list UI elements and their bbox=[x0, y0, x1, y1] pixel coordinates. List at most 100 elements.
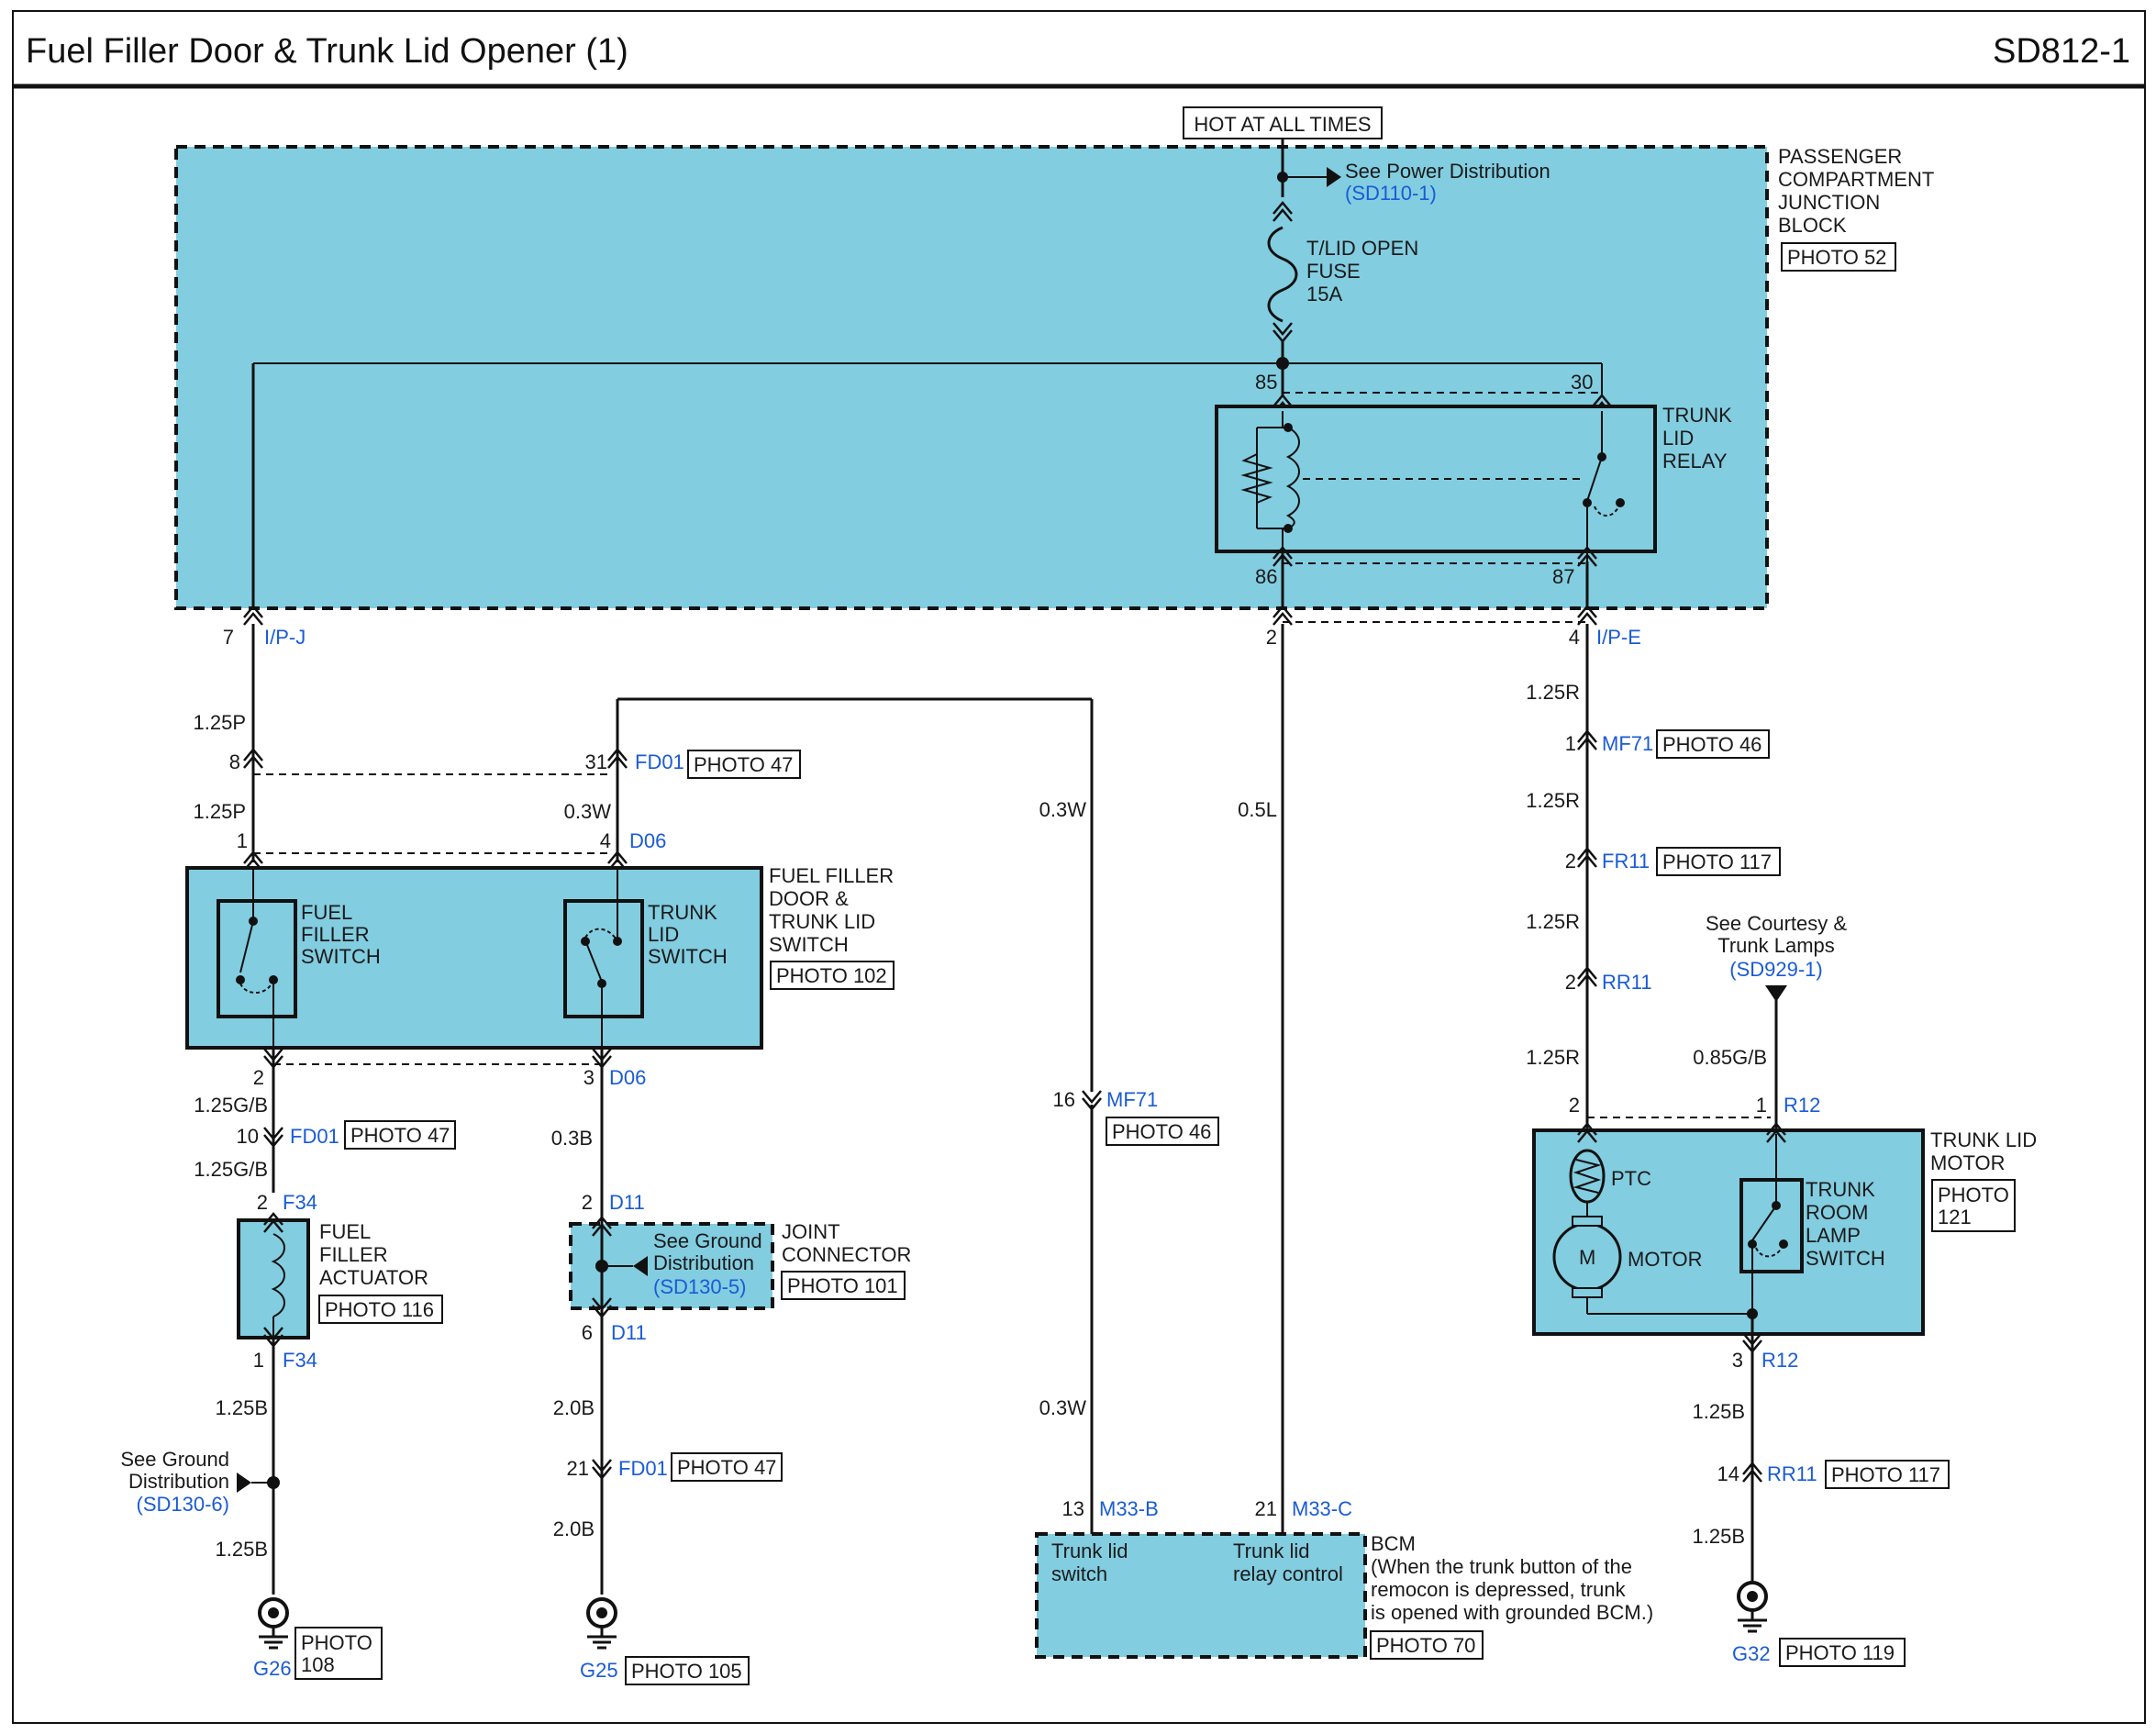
pin-2-jb: 2 bbox=[1266, 626, 1277, 649]
fuel-filler-switch bbox=[217, 899, 297, 1018]
fuel-filler-switch-icon bbox=[236, 868, 278, 1048]
jb-name-2: COMPARTMENT bbox=[1778, 168, 1934, 191]
relay-pin-30: 30 bbox=[1571, 371, 1593, 394]
joint-photo: PHOTO 101 bbox=[787, 1274, 898, 1297]
courtesy-see-1: See Courtesy & bbox=[1706, 912, 1847, 935]
trunk-switch-label-2: LID bbox=[648, 923, 679, 946]
motor-label: MOTOR bbox=[1628, 1248, 1702, 1271]
ptc-icon bbox=[1569, 1149, 1606, 1204]
conn-d06-top: D06 bbox=[629, 829, 666, 852]
relay-pin-85: 85 bbox=[1255, 371, 1277, 394]
photo-fd01-bottom: PHOTO 47 bbox=[677, 1456, 776, 1479]
photo-mf71-right: PHOTO 46 bbox=[1662, 733, 1761, 756]
bcm-note-1: (When the trunk button of the bbox=[1371, 1555, 1632, 1578]
pin-21-m33c: 21 bbox=[1255, 1497, 1277, 1520]
bcm-name: BCM bbox=[1371, 1532, 1416, 1555]
trunk-lid-switch-icon bbox=[581, 868, 622, 1048]
pin-3-switch: 3 bbox=[583, 1066, 595, 1089]
conn-mf71-mid: MF71 bbox=[1106, 1088, 1158, 1111]
bcm-photo: PHOTO 70 bbox=[1376, 1634, 1475, 1657]
ground-see-1: See Ground bbox=[120, 1448, 229, 1471]
relay-pin-87: 87 bbox=[1552, 565, 1574, 588]
see-ground-arrow-icon bbox=[237, 1473, 251, 1493]
conn-m33b: M33-B bbox=[1099, 1497, 1159, 1520]
actuator-photo: PHOTO 116 bbox=[325, 1298, 434, 1321]
pin-4-d06: 4 bbox=[600, 829, 611, 852]
conn-ipe: I/P-E bbox=[1596, 626, 1641, 649]
wire-125b-2: 1.25B bbox=[216, 1538, 269, 1561]
conn-fr11: FR11 bbox=[1602, 850, 1650, 873]
diagram-title: Fuel Filler Door & Trunk Lid Opener (1) bbox=[26, 32, 628, 71]
lamp-switch-1: TRUNK bbox=[1806, 1178, 1875, 1201]
relay-name-3: RELAY bbox=[1662, 450, 1728, 472]
pin-7: 7 bbox=[223, 626, 234, 649]
wire-125b-r1: 1.25B bbox=[1693, 1400, 1746, 1423]
wire-125gb-2: 1.25G/B bbox=[194, 1158, 268, 1181]
see-power-arrow-icon bbox=[1327, 167, 1341, 187]
g32-photo: PHOTO 119 bbox=[1785, 1641, 1895, 1664]
g26-photo-2: 108 bbox=[301, 1653, 335, 1676]
photo-fd01-top: PHOTO 47 bbox=[694, 753, 793, 776]
joint-ref[interactable]: (SD130-5) bbox=[653, 1275, 746, 1298]
photo-rr11: PHOTO 117 bbox=[1831, 1463, 1940, 1486]
wire-125gb-1: 1.25G/B bbox=[194, 1094, 268, 1117]
wire-03w-1: 0.3W bbox=[564, 800, 612, 823]
wire-20b-2: 2.0B bbox=[553, 1517, 595, 1540]
wire-03b: 0.3B bbox=[551, 1127, 593, 1150]
actuator-name-1: FUEL bbox=[319, 1220, 371, 1243]
pin-13: 13 bbox=[1062, 1497, 1084, 1520]
jb-name-1: PASSENGER bbox=[1778, 145, 1902, 168]
trunk-room-lamp-switch bbox=[1739, 1178, 1804, 1273]
pin-2-rr11: 2 bbox=[1565, 971, 1576, 994]
fuse-icon bbox=[1267, 226, 1298, 323]
switch-block-name-3: TRUNK LID bbox=[769, 910, 875, 933]
ground-g25: G25 bbox=[580, 1659, 618, 1682]
switch-block-name-4: SWITCH bbox=[769, 933, 849, 956]
ground-g26: G26 bbox=[253, 1657, 292, 1680]
wire-125p-1: 1.25P bbox=[194, 711, 247, 734]
courtesy-see-2: Trunk Lamps bbox=[1717, 934, 1835, 957]
switch-block-photo: PHOTO 102 bbox=[776, 964, 887, 987]
conn-ipj: I/P-J bbox=[264, 626, 306, 649]
joint-name-1: JOINT bbox=[782, 1220, 840, 1243]
see-power-text: See Power Distribution bbox=[1345, 160, 1550, 183]
pin-21-fd01: 21 bbox=[567, 1457, 589, 1480]
conn-fd01-mid: FD01 bbox=[290, 1125, 339, 1148]
g25-photo: PHOTO 105 bbox=[631, 1660, 742, 1683]
switch-block-name-2: DOOR & bbox=[769, 887, 849, 910]
wire-03w-2: 0.3W bbox=[1039, 798, 1087, 821]
trunk-room-lamp-switch-icon bbox=[1748, 1134, 1788, 1314]
conn-f34-top: F34 bbox=[283, 1191, 317, 1214]
fuse-label-2: FUSE bbox=[1306, 260, 1361, 283]
bcm-note-2: remocon is depressed, trunk bbox=[1371, 1578, 1627, 1601]
wire-125b-r2: 1.25B bbox=[1693, 1525, 1746, 1548]
wire-03w-3: 0.3W bbox=[1039, 1396, 1087, 1419]
courtesy-arrow-icon bbox=[1765, 985, 1787, 1002]
courtesy-ref[interactable]: (SD929-1) bbox=[1729, 958, 1822, 981]
photo-fd01-mid: PHOTO 47 bbox=[350, 1124, 450, 1147]
bcm-input-1b: switch bbox=[1051, 1562, 1107, 1585]
pin-1-mf71: 1 bbox=[1565, 732, 1576, 755]
bcm-note-3: is opened with grounded BCM.) bbox=[1371, 1601, 1653, 1624]
ground-g32: G32 bbox=[1732, 1642, 1771, 1665]
conn-fd01-bottom: FD01 bbox=[618, 1457, 668, 1480]
ground-see-2: Distribution bbox=[128, 1470, 229, 1493]
lamp-switch-4: SWITCH bbox=[1806, 1247, 1885, 1270]
pin-10: 10 bbox=[237, 1125, 259, 1148]
pin-4-jb: 4 bbox=[1569, 626, 1580, 649]
ground-ref-sd1306[interactable]: (SD130-6) bbox=[137, 1493, 229, 1516]
conn-fd01-top: FD01 bbox=[635, 750, 684, 773]
fuse-label-1: T/LID OPEN bbox=[1306, 237, 1418, 260]
conn-d11-top: D11 bbox=[609, 1191, 645, 1214]
pin-31: 31 bbox=[585, 750, 607, 773]
conn-d11-bottom: D11 bbox=[611, 1321, 647, 1344]
wire-125b-1: 1.25B bbox=[216, 1396, 269, 1419]
see-power-ref[interactable]: (SD110-1) bbox=[1345, 182, 1437, 205]
wire-125r-4: 1.25R bbox=[1526, 1046, 1580, 1069]
pin-1-f34: 1 bbox=[253, 1349, 264, 1372]
conn-f34-bottom: F34 bbox=[283, 1349, 317, 1372]
relay-pin-86: 86 bbox=[1255, 565, 1277, 588]
wire-05l: 0.5L bbox=[1238, 798, 1277, 821]
pin-2-f34: 2 bbox=[257, 1191, 268, 1214]
